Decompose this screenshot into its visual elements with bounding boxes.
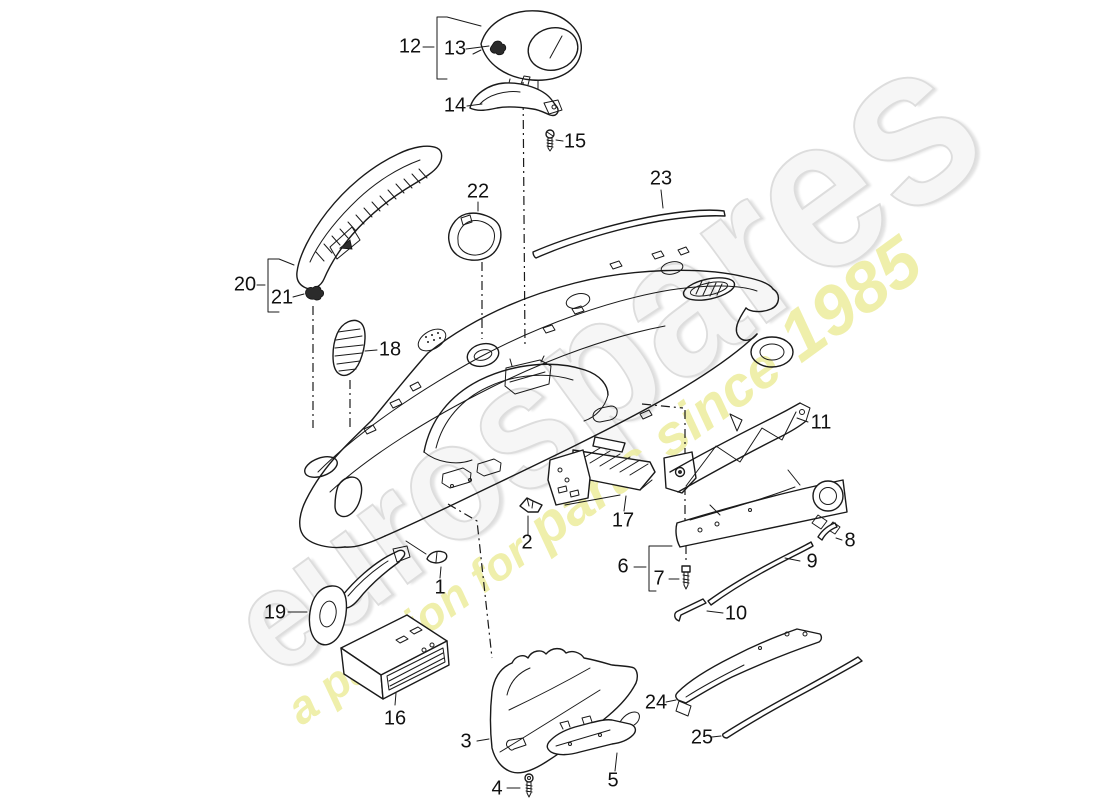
part-18-side-vent-grille xyxy=(332,319,366,377)
part-22-vent-bezel xyxy=(448,212,502,261)
part-label-21[interactable]: 21 xyxy=(270,286,294,309)
part-9-trim-strip xyxy=(707,541,814,606)
bracket-20-21 xyxy=(267,258,295,313)
part-3-cluster-shroud xyxy=(489,647,639,774)
part-label-5[interactable]: 5 xyxy=(607,769,619,792)
part-label-20[interactable]: 20 xyxy=(233,273,257,296)
part-14-support-bracket xyxy=(469,75,563,117)
part-label-23[interactable]: 23 xyxy=(649,167,673,190)
part-19-air-duct xyxy=(308,545,411,646)
part-17-center-vent xyxy=(547,436,656,506)
part-label-9[interactable]: 9 xyxy=(806,550,818,573)
part-label-22[interactable]: 22 xyxy=(466,180,490,203)
part-label-4[interactable]: 4 xyxy=(491,777,503,800)
part-label-16[interactable]: 16 xyxy=(383,707,407,730)
part-4-screw xyxy=(524,773,534,798)
part-label-14[interactable]: 14 xyxy=(443,94,467,117)
part-1-trim-clip xyxy=(426,550,448,564)
part-label-13[interactable]: 13 xyxy=(443,37,467,60)
dashboard-panel xyxy=(299,246,794,549)
part-label-6[interactable]: 6 xyxy=(617,555,629,578)
part-16-air-vent-housing xyxy=(340,614,450,700)
part-label-12[interactable]: 12 xyxy=(398,35,422,58)
part-25-trim-strip xyxy=(722,656,863,739)
part-10-retaining-rod xyxy=(674,598,707,622)
part-15-screw xyxy=(545,129,555,152)
leader-lines xyxy=(256,45,843,789)
part-label-7[interactable]: 7 xyxy=(653,567,665,590)
part-label-18[interactable]: 18 xyxy=(378,338,402,361)
part-5-support-bracket xyxy=(546,711,640,756)
part-8-end-clip xyxy=(817,522,838,541)
part-21-clip xyxy=(305,285,325,301)
part-label-25[interactable]: 25 xyxy=(690,726,714,749)
part-label-24[interactable]: 24 xyxy=(644,691,668,714)
bracket-12-13 xyxy=(436,16,482,80)
part-label-11[interactable]: 11 xyxy=(810,411,832,434)
part-11-mounting-frame xyxy=(663,402,811,494)
part-24-lower-panel xyxy=(675,628,823,717)
part-7-screw xyxy=(681,565,691,590)
part-label-19[interactable]: 19 xyxy=(263,601,287,624)
part-label-1[interactable]: 1 xyxy=(434,576,446,599)
part-label-15[interactable]: 15 xyxy=(563,130,587,153)
part-6-glovebox-lid xyxy=(675,469,848,548)
part-20-defroster-grille xyxy=(296,145,443,290)
part-2-clip xyxy=(519,497,543,513)
part-label-8[interactable]: 8 xyxy=(844,529,856,552)
part-label-2[interactable]: 2 xyxy=(521,531,533,554)
part-label-3[interactable]: 3 xyxy=(460,730,472,753)
bracket-6 xyxy=(648,545,673,592)
part-23-trim-strip xyxy=(532,209,726,259)
part-label-10[interactable]: 10 xyxy=(724,602,748,625)
part-13-clip xyxy=(489,40,507,56)
part-12-instrument-pod xyxy=(472,10,582,90)
part-label-17[interactable]: 17 xyxy=(611,509,635,532)
